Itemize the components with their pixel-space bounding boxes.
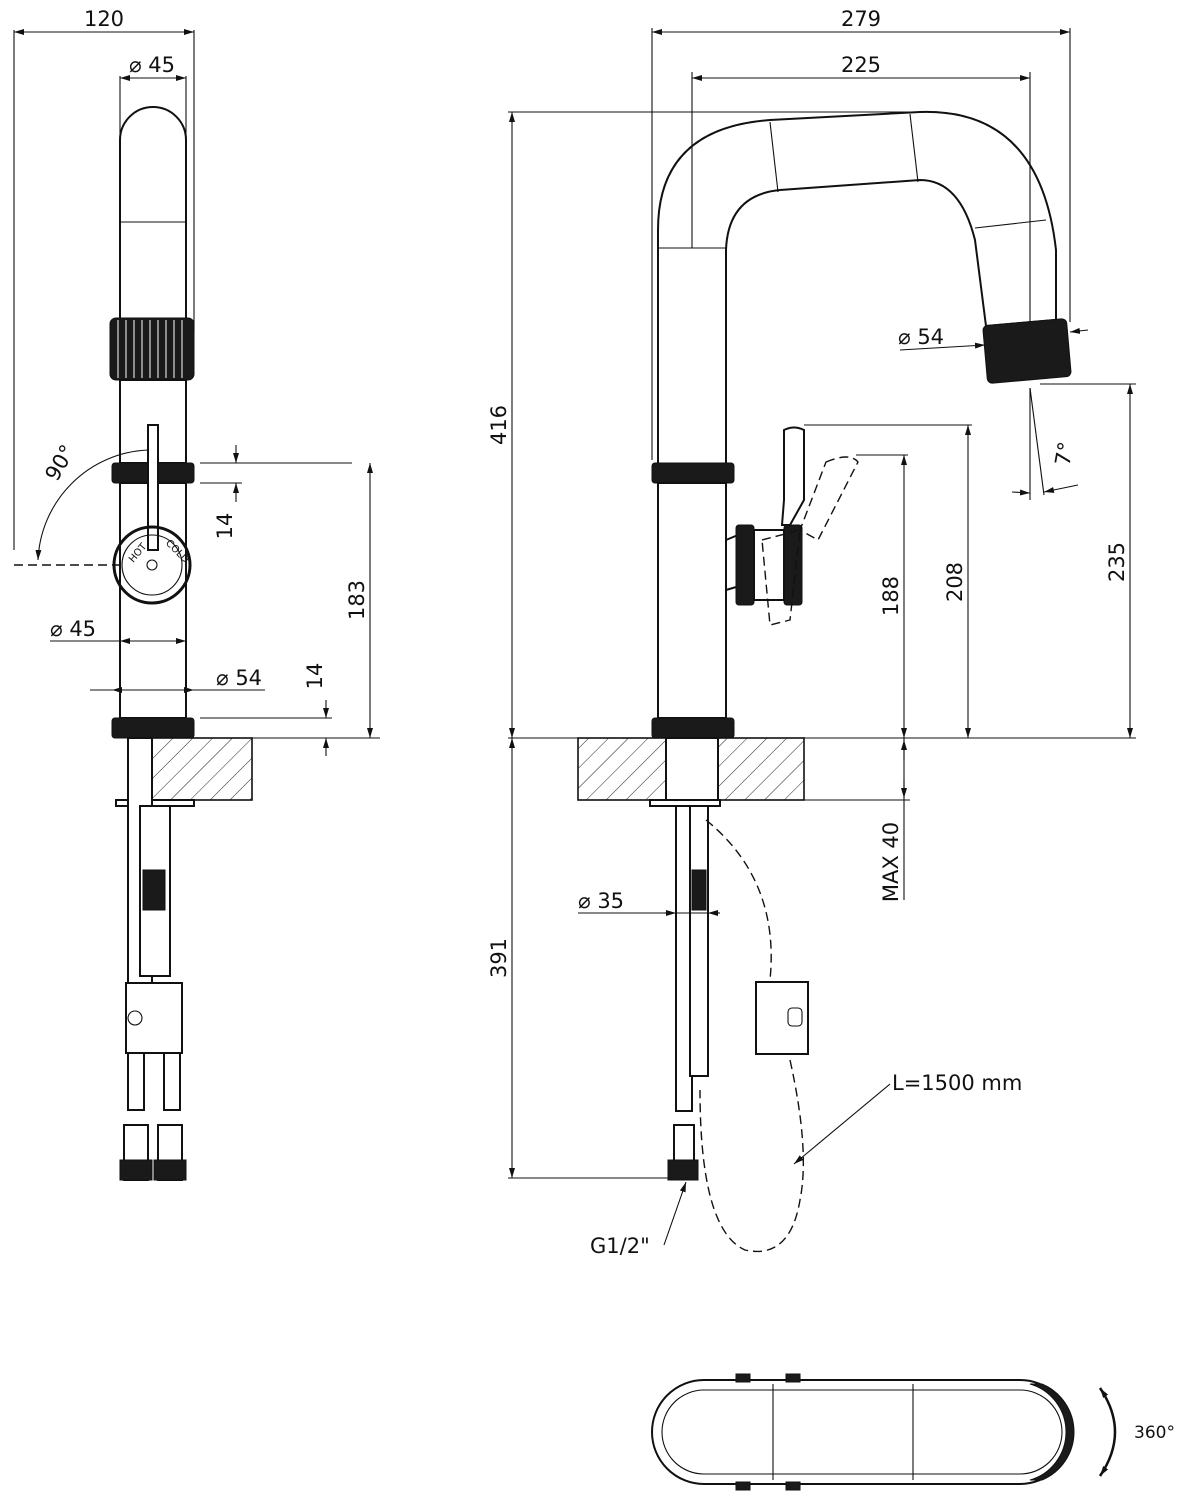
- top-inner-outline: [661, 1389, 1063, 1475]
- side-lever: [147, 424, 159, 551]
- side-knob-center: [146, 559, 158, 571]
- dim-front-angle-arrow-right: [1043, 484, 1079, 493]
- dim-side-ring-h: 14: [213, 513, 237, 540]
- front-hose-nut: [691, 869, 707, 911]
- dim-front-hose-dia: ⌀ 35: [578, 889, 624, 913]
- dim-front-width: 279: [841, 7, 881, 31]
- rotation-arrow-icon: [1098, 1387, 1117, 1477]
- side-hose-nut: [142, 869, 166, 911]
- front-lever-rotated: [799, 456, 859, 541]
- top-tab-4: [785, 1481, 801, 1491]
- dim-front-spout-dia-arrow: [1069, 327, 1089, 334]
- front-fitting: [673, 1124, 695, 1166]
- dim-front-angle-arrow-left: [1011, 489, 1031, 496]
- front-mid-ring: [651, 462, 735, 484]
- front-view: 279 225 416 ⌀ 54 7° 235 208 188: [487, 7, 1136, 1258]
- top-outlet-knurl: [1029, 1383, 1075, 1481]
- side-pipe-right: [163, 1052, 181, 1111]
- dim-front-spout-h: 235: [1105, 542, 1129, 582]
- front-hose-weight: [755, 981, 809, 1055]
- side-pipe-left: [127, 1052, 145, 1111]
- dim-side-angle-arc: [35, 449, 149, 561]
- front-fitting-nut: [667, 1159, 699, 1181]
- dim-front-spout-dia: ⌀ 54: [898, 325, 944, 349]
- dim-side-angle: 90°: [40, 441, 79, 485]
- top-outline: [651, 1379, 1073, 1485]
- side-knurl-lines: [117, 320, 183, 378]
- top-tab-2: [785, 1373, 801, 1383]
- front-spout-axis: [1029, 387, 1045, 496]
- dim-front-spout-dia-leader: [899, 342, 986, 351]
- dim-front-lever-h: 188: [879, 576, 903, 616]
- side-deck-section: [151, 737, 253, 801]
- dim-side-dia-body: ⌀ 45: [50, 617, 96, 641]
- dim-front-lever-top: 208: [943, 562, 967, 602]
- dim-side-dia-base: ⌀ 54: [216, 666, 262, 690]
- front-hose-loop: [699, 819, 805, 1252]
- dim-side-base-h: 14: [303, 663, 327, 690]
- dim-front-reach: 225: [841, 53, 881, 77]
- dim-front-spout-angle: 7°: [1051, 440, 1079, 468]
- front-tube-joint-left: [769, 121, 779, 193]
- dim-side-height: 183: [345, 580, 369, 620]
- front-outlet-knurl: [982, 318, 1072, 384]
- front-base-ring: [651, 717, 735, 739]
- dim-front-total-h: 416: [487, 405, 511, 445]
- connector-leader: [663, 1181, 687, 1246]
- dim-side-width: 120: [84, 7, 124, 31]
- side-nut-left: [119, 1159, 153, 1181]
- side-spout-tube: [119, 106, 187, 320]
- top-view: 360°: [651, 1373, 1175, 1491]
- rotation-label: 360°: [1134, 1423, 1175, 1443]
- front-tube-joint-right: [909, 113, 919, 183]
- front-hose-weight-clip: [787, 1007, 803, 1027]
- front-lever: [780, 426, 805, 526]
- front-spout-outer: [657, 110, 1057, 463]
- hose-length: L=1500 mm: [892, 1071, 1022, 1095]
- front-deck-shank: [665, 737, 719, 801]
- front-handle-rotated: [761, 529, 801, 626]
- top-tab-1: [735, 1373, 751, 1383]
- connector-label: G1/2": [590, 1234, 650, 1258]
- front-handle-body: [753, 529, 785, 601]
- front-hose-pipe: [689, 805, 709, 1077]
- top-tab-3: [735, 1481, 751, 1491]
- side-knob-inner: [121, 534, 183, 596]
- side-top-knurl-ring: [109, 317, 195, 381]
- front-body: [657, 482, 727, 719]
- dim-front-under-h: 391: [487, 938, 511, 978]
- side-base-ring: [111, 717, 195, 739]
- dim-front-max-deck: MAX 40: [879, 822, 903, 902]
- front-handle-knurl-left: [735, 524, 755, 606]
- side-view: HOT COLD 120 ⌀ 45 90° 14: [13, 7, 380, 1181]
- dim-side-dia-top: ⌀ 45: [129, 53, 175, 77]
- hose-length-leader: [793, 1083, 891, 1165]
- side-mount-block: [125, 982, 183, 1054]
- side-nut-right: [153, 1159, 187, 1181]
- side-mount-screw: [127, 1010, 143, 1026]
- front-tube-joint-outlet: [974, 219, 1047, 229]
